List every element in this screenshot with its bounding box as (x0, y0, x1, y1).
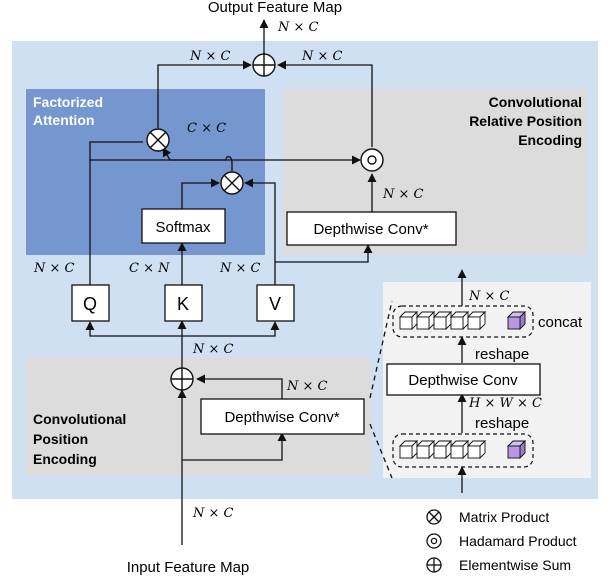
dim-input: N × C (192, 506, 234, 521)
class-token-cube (506, 310, 527, 331)
cpe-return-line (196, 374, 283, 402)
cpe-label-3: Encoding (33, 451, 97, 467)
branch-line (85, 321, 280, 337)
cpe-dwconv-box (200, 398, 365, 435)
q-label: Q (83, 294, 97, 314)
cpe-dwconv-label: Depthwise Conv* (224, 409, 339, 426)
hadamard-to-sum (277, 60, 373, 147)
dim-detail-hwc: H × W × C (468, 396, 542, 411)
token-cube (432, 439, 453, 460)
cpe-branch-line (182, 432, 287, 461)
token-cube (415, 310, 436, 331)
dim-v: N × C (219, 261, 261, 276)
legend-matrix-product: Matrix Product (459, 509, 549, 525)
reshape-label-top: reshape (475, 346, 529, 363)
cpe-sum-op (170, 367, 194, 391)
crpe-label-3: Encoding (518, 132, 582, 148)
hadamard-product-legend-icon (426, 533, 442, 549)
token-cube (466, 439, 487, 460)
elementwise-sum-legend-icon (426, 557, 442, 573)
reshape-label-bottom: reshape (475, 415, 529, 432)
v-path (244, 178, 276, 285)
softmax-label: Softmax (155, 219, 211, 236)
matrix-product-kv (220, 171, 244, 195)
token-cube (432, 310, 453, 331)
token-group-bottom (392, 433, 534, 468)
dim-detail-out: N × C (468, 289, 510, 304)
token-cube (449, 310, 470, 331)
output-sum-op (252, 53, 276, 77)
token-row-bottom (398, 439, 527, 460)
k-box (164, 284, 203, 322)
token-row-top (398, 310, 527, 331)
factorized-attention-label-2: Attention (33, 112, 94, 128)
token-cube (466, 310, 487, 331)
dim-crpe-conv: N × C (382, 187, 424, 202)
detail-dwconv-label: Depthwise Conv (408, 372, 518, 389)
product-to-sum (157, 60, 252, 128)
cpe-label: Convolutional (33, 411, 126, 427)
token-group-top (392, 305, 534, 338)
zoom-line-bottom (369, 423, 393, 479)
q-path (89, 141, 143, 285)
dim-q: N × C (33, 261, 75, 276)
legend-elementwise-sum: Elementwise Sum (459, 557, 571, 573)
crpe-dwconv-box (286, 211, 457, 246)
dim-product-left: N × C (189, 49, 231, 64)
class-token-cube (506, 439, 527, 460)
dim-hadamard-right: N × C (301, 49, 343, 64)
crpe-dwconv-label: Depthwise Conv* (313, 221, 428, 238)
token-cube (398, 439, 419, 460)
k-label: K (177, 294, 189, 314)
v-to-dwconv (275, 244, 373, 263)
q-box (71, 284, 110, 322)
token-cube (449, 439, 470, 460)
crpe-label: Convolutional (489, 94, 582, 110)
dim-output: N × C (277, 20, 319, 35)
v-box (256, 284, 295, 322)
dim-branch: N × C (192, 342, 234, 357)
dim-k: C × N (129, 261, 170, 276)
detail-dwconv-box (386, 363, 541, 396)
hadamard-op (360, 148, 384, 172)
matrix-product-top (146, 128, 170, 152)
softmax-box (141, 208, 226, 244)
crpe-label-2: Relative Position (469, 113, 582, 129)
zoom-line-top (369, 300, 393, 399)
input-title: Input Feature Map (127, 559, 250, 576)
concat-label: concat (538, 314, 583, 331)
v-label: V (269, 294, 281, 314)
softmax-path (181, 178, 220, 209)
token-cube (398, 310, 419, 331)
factorized-attention-label: Factorized (33, 94, 103, 110)
matrix-product-legend-icon (426, 509, 442, 525)
output-title: Output Feature Map (208, 0, 342, 16)
cpe-label-2: Position (33, 431, 88, 447)
legend-hadamard-product: Hadamard Product (459, 533, 577, 549)
dim-cpe-conv: N × C (286, 379, 328, 394)
token-cube (415, 439, 436, 460)
dim-cc: C × C (187, 121, 226, 136)
